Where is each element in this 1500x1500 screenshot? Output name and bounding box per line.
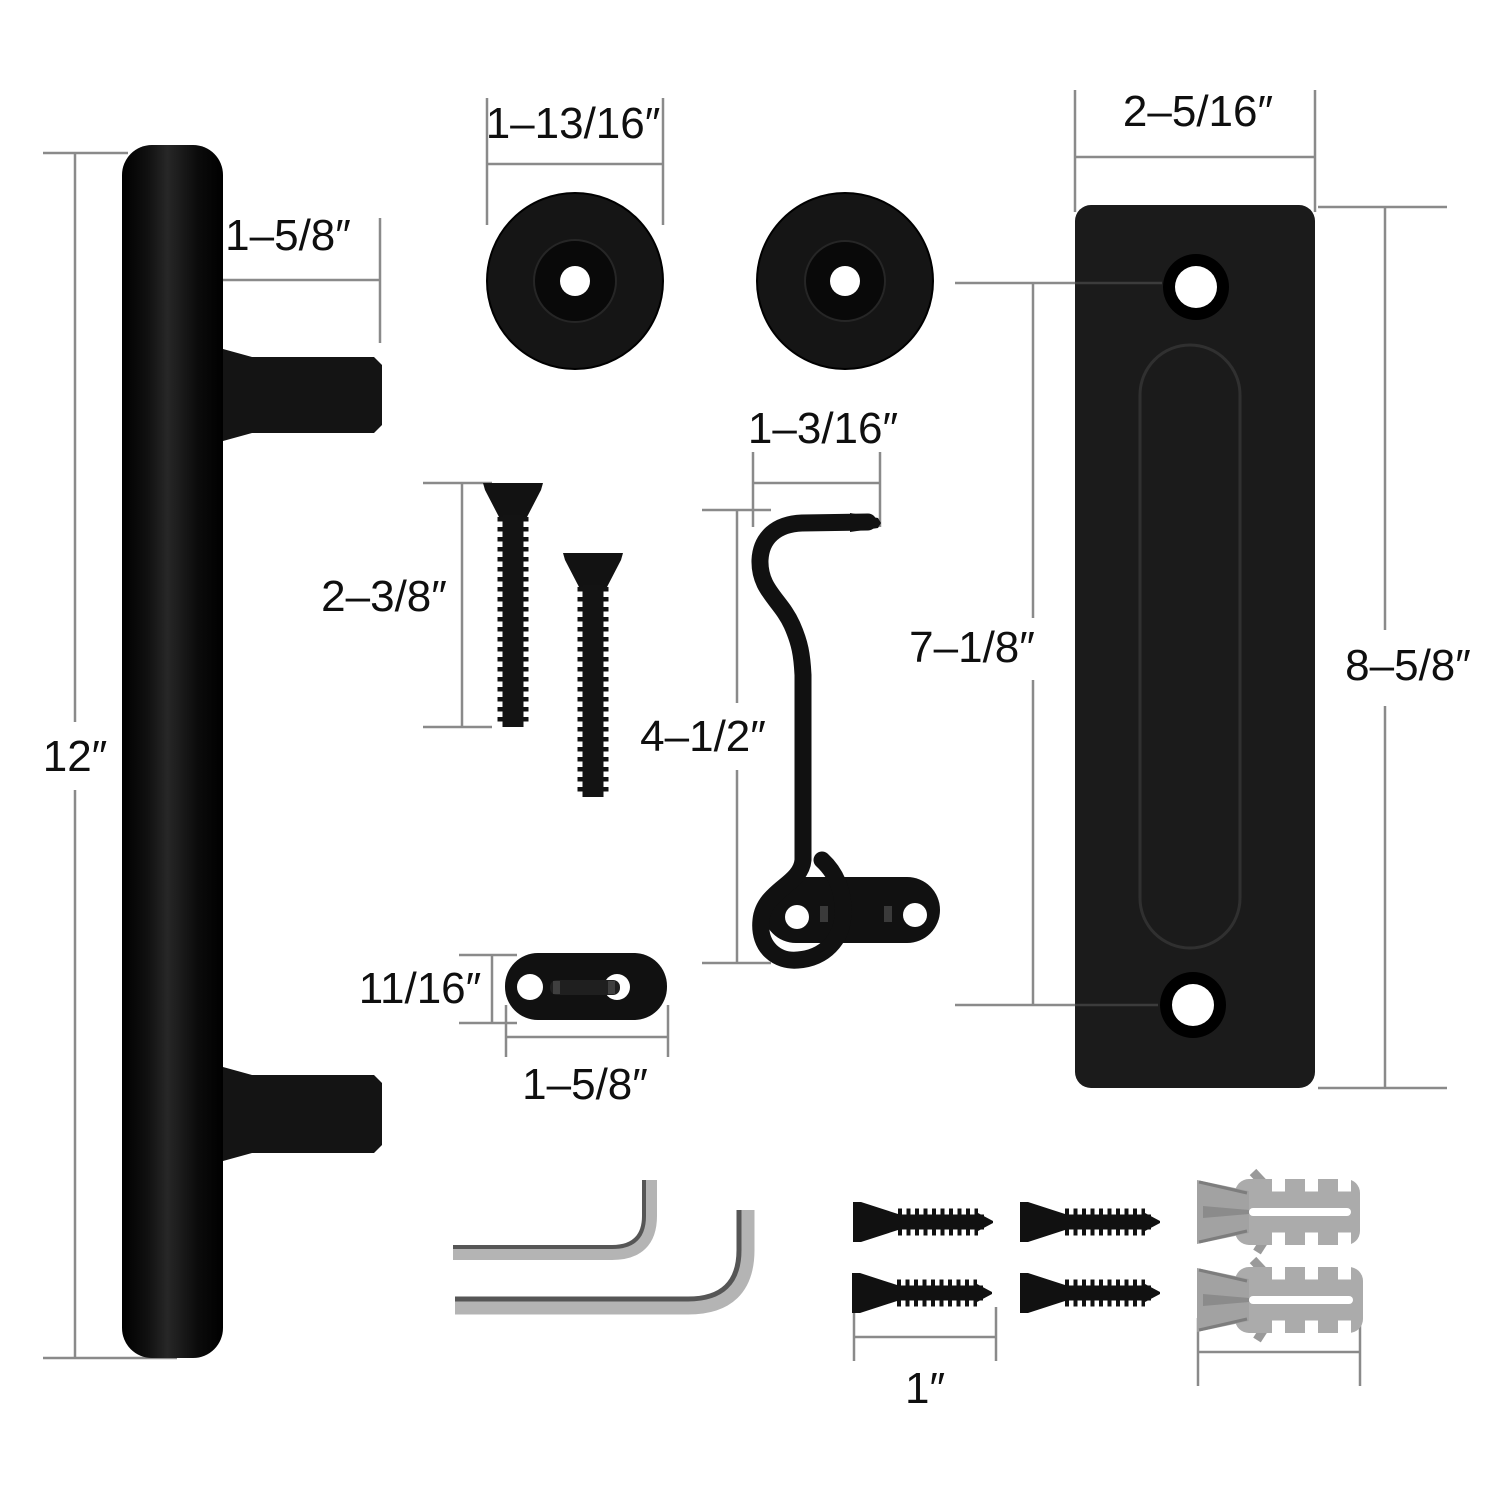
dim-plate-width — [1073, 90, 1317, 212]
keeper-hole — [903, 903, 927, 927]
dim-label-keeper-width: 1–5/8″ — [522, 1060, 648, 1109]
dim-keeper-height — [459, 953, 517, 1025]
round-washer-1 — [486, 192, 664, 370]
hook-keeper-plate — [505, 953, 667, 1020]
dim-handle-projection — [216, 218, 382, 343]
dim-label-plate-width: 2–5/16″ — [1122, 87, 1274, 136]
dim-label-wood-screw-length: 1″ — [904, 1364, 946, 1413]
dim-washer-diameter — [485, 98, 665, 225]
dim-machine-screw-length — [423, 481, 492, 729]
dim-keeper-width — [504, 1005, 670, 1057]
handle-upper-stem — [223, 349, 382, 441]
washer-hole — [560, 266, 590, 296]
dim-label-hook-width: 1–3/16″ — [747, 404, 899, 453]
dim-label-plate-hole-spacing: 7–1/8″ — [909, 623, 1035, 672]
washer-hole — [830, 266, 860, 296]
handle-lower-stem — [223, 1067, 382, 1161]
dim-label-plate-height: 8–5/8″ — [1345, 641, 1471, 690]
dim-label-handle-length: 12″ — [42, 732, 108, 781]
door-pull-handle — [122, 145, 382, 1358]
dim-label-washer-diameter: 1–13/16″ — [485, 99, 661, 148]
wood-screw-2 — [1020, 1202, 1160, 1242]
hook-tip — [850, 513, 881, 532]
wall-anchor-1 — [1197, 1168, 1360, 1255]
dimension-lines — [43, 90, 1447, 1386]
allen-wrench-large — [455, 1210, 755, 1315]
dim-label-handle-projection: 1–5/8″ — [225, 211, 351, 260]
keeper-hole — [785, 905, 809, 929]
dim-hook-length — [702, 508, 771, 965]
machine-screw-1 — [483, 483, 543, 727]
dim-hook-width — [751, 452, 882, 527]
wood-screw-3 — [852, 1273, 992, 1313]
wood-screw-4 — [1020, 1273, 1160, 1313]
round-washer-2 — [756, 192, 934, 370]
allen-wrench-small — [453, 1180, 657, 1260]
dim-plate-height — [1318, 205, 1447, 1090]
dim-label-machine-screw-length: 2–3/8″ — [321, 572, 447, 621]
dim-plate-hole-spacing — [955, 281, 1075, 1007]
dim-label-keeper-height: 11/16″ — [358, 964, 482, 1013]
flush-recess-outline — [1138, 343, 1242, 950]
plate-hole-bottom — [1172, 984, 1214, 1026]
handle-bar — [122, 145, 223, 1358]
plate-hole-top — [1175, 266, 1217, 308]
dim-wood-screw-length — [852, 1307, 998, 1361]
wall-anchor-2 — [1197, 1256, 1363, 1343]
dim-label-hook-length: 4–1/2″ — [640, 712, 766, 761]
machine-screw-2 — [563, 553, 623, 797]
keeper-hole — [517, 974, 543, 1000]
wood-screw-1 — [853, 1202, 993, 1242]
cabin-hook-latch — [751, 513, 881, 969]
flush-pull-plate — [1075, 205, 1315, 1088]
